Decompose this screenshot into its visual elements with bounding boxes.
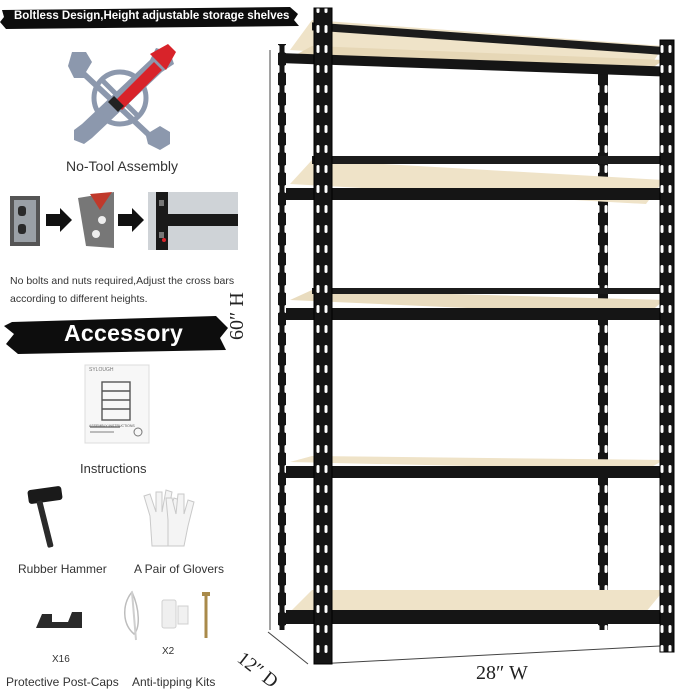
assembly-note: No bolts and nuts required,Adjust the cr…: [10, 272, 290, 308]
assembly-note-line2: according to different heights.: [10, 293, 148, 305]
anti-tipping-kit-icon: [124, 590, 210, 641]
accessory-heading: Accessory: [64, 320, 184, 346]
banner-brush: [0, 7, 299, 29]
post-cap-icon: [36, 612, 82, 628]
manual-brand: SYLOUGH: [89, 367, 114, 373]
height-label: 60″ H: [226, 292, 248, 340]
instructions-booklet-image: [84, 364, 150, 444]
shelving-unit-image: [267, 7, 675, 665]
no-tool-caption: No-Tool Assembly: [66, 158, 179, 174]
post-caps-qty: X16: [52, 654, 70, 665]
hammer-icon: [27, 486, 63, 548]
hammer-caption: Rubber Hammer: [18, 562, 107, 576]
banner-title: Boltless Design,Height adjustable storag…: [14, 10, 290, 22]
anti-tipping-qty: X2: [162, 646, 175, 657]
width-label: 28″ W: [476, 662, 528, 684]
accessory-brush: [4, 316, 228, 354]
anti-tipping-caption: Anti-tipping Kits: [132, 675, 216, 689]
gloves-caption: A Pair of Glovers: [134, 562, 225, 576]
no-tool-icon: [68, 44, 176, 150]
manual-title: ASSEMBLY INSTRUCTIONS: [89, 424, 135, 428]
gloves-icon: [143, 489, 195, 547]
assembly-note-line1: No bolts and nuts required,Adjust the cr…: [10, 275, 235, 287]
instructions-caption: Instructions: [80, 461, 147, 476]
assembly-steps-image: [10, 192, 238, 250]
post-caps-caption: Protective Post-Caps: [6, 675, 119, 689]
